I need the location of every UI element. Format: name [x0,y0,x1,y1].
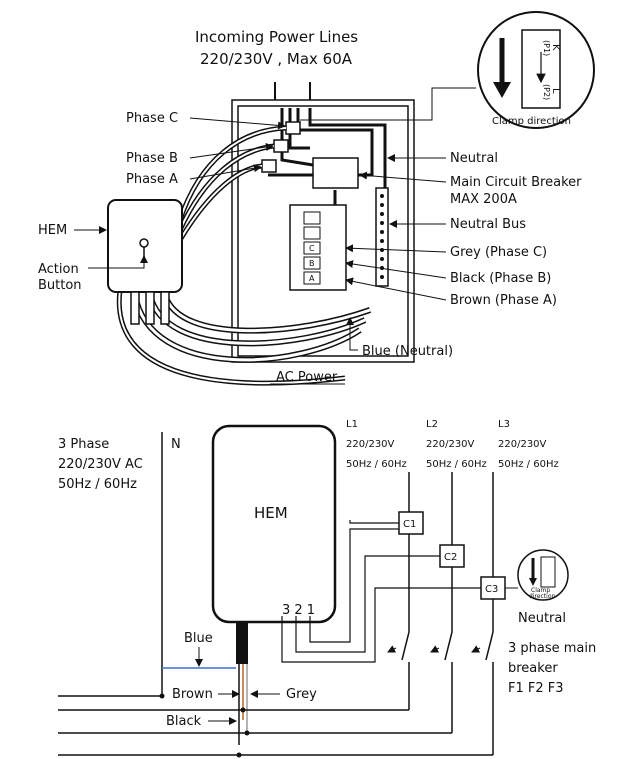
terminal-label-b: B [309,259,315,268]
breaker-slot-1 [303,211,321,225]
clamp-c2-label: C2 [444,552,457,563]
hem-terminals: 3 2 1 [282,603,315,618]
small-clamp-arrow-icon [529,578,537,586]
label-black-phase-b: Black (Phase B) [450,271,551,286]
breaker-slot-a [303,271,321,285]
n-label: N [171,437,181,452]
cable-hem-3-inner [163,294,371,333]
l3-voltage: 220/230V [498,439,547,450]
l1-freq: 50Hz / 60Hz [346,459,407,470]
breaker-slot-2 [303,226,321,240]
clamp-cable-c-inner [179,127,287,221]
label-main-breaker-1: Main Circuit Breaker [450,175,582,190]
clamp-direction-callout: K (P1) L (P2) Clamp direction [477,11,595,129]
label-phase-a: Phase A [126,172,178,187]
label-neutral-bus: Neutral Bus [450,217,526,232]
clamp-cable-b-inner [179,145,275,231]
cable-hem-3-outer [162,293,372,334]
clamp-k: K [550,44,561,51]
clamp-caption: Clamp direction [492,116,571,127]
label-phase-c: Phase C [126,111,178,126]
wire-label-grey: Grey [286,687,317,702]
breaker-switches [387,631,494,755]
l3-freq: 50Hz / 60Hz [498,459,559,470]
label-ac-power: AC Power [276,370,338,385]
line-l1: L1 220/230V 50Hz / 60Hz [346,419,410,632]
label-grey-phase-c: Grey (Phase C) [450,245,547,260]
clamp-p1: (P1) [542,40,551,56]
line-l3: L3 220/230V 50Hz / 60Hz [492,419,559,632]
wire-label-blue: Blue [184,631,213,646]
small-clamp-caption-1: Clamp [531,587,550,594]
terminal-label-c: C [309,244,315,253]
supply-line2: 220/230V AC [58,457,143,472]
clamp-arrow-icon [493,82,511,98]
supply-line3: 50Hz / 60Hz [58,477,137,492]
hem-cable [236,622,248,664]
main-breaker [312,157,359,189]
label-action-line1: Action [38,262,79,277]
breaker-label-2: breaker [508,661,558,676]
label-action-line2: Button [38,278,82,293]
bottom-diagram: 3 Phase 220/230V AC 50Hz / 60Hz N HEM 3 … [58,419,596,758]
breaker-label-3: F1 F2 F3 [508,681,564,696]
breaker-label-1: 3 phase main [508,641,596,656]
action-button [139,238,149,248]
clamp-phase-c [285,121,301,135]
incoming-title-line1: Incoming Power Lines [195,28,358,46]
breaker-slot-c [303,241,321,255]
wire-neutral-in [308,108,387,190]
clamp-phase-a [261,159,277,173]
panel-outer [231,99,415,363]
clamp-c1-label: C1 [403,519,416,530]
ac-power-cable-inner [118,289,346,384]
neutral-bus [375,187,389,287]
small-clamp-caption-2: direction [529,593,555,600]
hem-connectors [130,291,170,325]
clamp-phase-b [273,139,289,153]
hem-title: HEM [254,504,288,522]
l1-name: L1 [346,419,358,430]
neutral-label: Neutral [518,611,566,626]
small-clamp-direction: Clamp direction [505,549,569,601]
l2-voltage: 220/230V [426,439,475,450]
incoming-title-line2: 220/230V , Max 60A [200,50,353,68]
label-neutral: Neutral [450,151,498,166]
label-hem: HEM [38,223,67,238]
hem-box [211,424,337,624]
panel-inner [237,105,409,357]
label-phase-b: Phase B [126,151,178,166]
label-blue-neutral: Blue (Neutral) [362,344,453,359]
wire-label-black: Black [166,714,202,729]
terminal-label-a: A [309,274,315,283]
top-diagram: Incoming Power Lines 220/230V , Max 60A … [38,11,595,386]
clamp-l: L [550,88,561,94]
l3-name: L3 [498,419,510,430]
l1-voltage: 220/230V [346,439,395,450]
breaker-slot-b [303,256,321,270]
label-main-breaker-2: MAX 200A [450,192,517,207]
l2-freq: 50Hz / 60Hz [426,459,487,470]
l2-name: L2 [426,419,438,430]
label-brown-phase-a: Brown (Phase A) [450,293,557,308]
line-l2: L2 220/230V 50Hz / 60Hz [426,419,487,632]
supply-line1: 3 Phase [58,437,109,452]
clamp-c3-label: C3 [485,584,498,595]
clamp-p2: (P2) [542,84,551,100]
wire-label-brown: Brown [172,687,213,702]
